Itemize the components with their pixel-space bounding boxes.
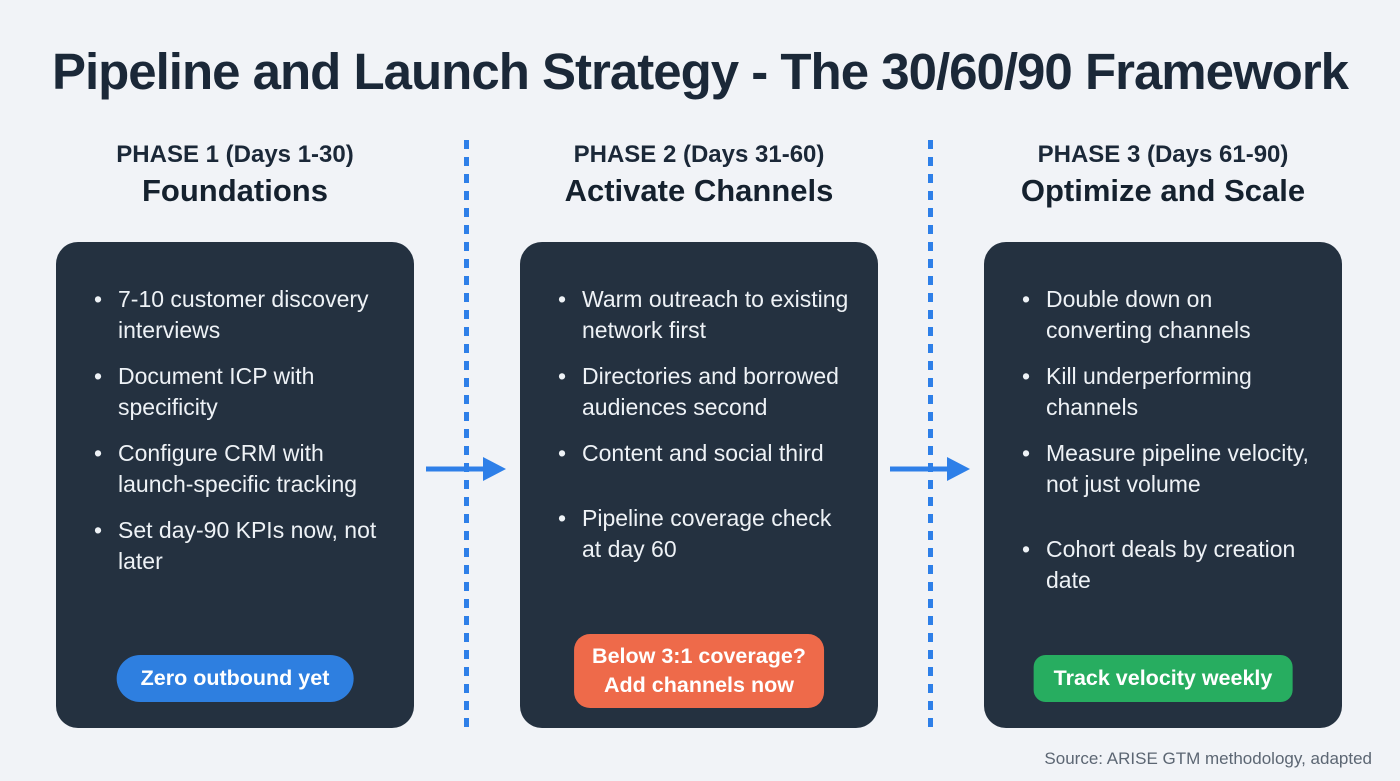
bullet-item: 7-10 customer discovery interviews [92, 284, 386, 346]
phase-divider-1 [464, 140, 469, 732]
badge-text-line-1: Below 3:1 coverage? [592, 644, 806, 668]
bullet-item: Set day-90 KPIs now, not later [92, 515, 386, 577]
phase-1-column: PHASE 1 (Days 1-30) Foundations 7-10 cus… [56, 140, 414, 728]
bullet-item: Cohort deals by creation date [1020, 534, 1314, 596]
bullet-item: Measure pipeline velocity, not just volu… [1020, 438, 1314, 500]
phase-divider-2 [928, 140, 933, 732]
badge-text: Track velocity weekly [1053, 666, 1273, 690]
phase-2-column: PHASE 2 (Days 31-60) Activate Channels W… [520, 140, 878, 728]
phase-1-bullet-list: 7-10 customer discovery interviews Docum… [92, 284, 386, 577]
arrow-right-icon [890, 454, 972, 484]
badge-text-line-2: Add channels now [604, 673, 794, 697]
bullet-item: Document ICP with specificity [92, 361, 386, 423]
bullet-item: Configure CRM with launch-specific track… [92, 438, 386, 500]
phase-3-label: PHASE 3 (Days 61-90) [1037, 141, 1289, 168]
phase-1-label: PHASE 1 (Days 1-30) [116, 141, 354, 168]
phase-2-card: Warm outreach to existing network first … [520, 242, 878, 728]
phase-3-card: Double down on converting channels Kill … [984, 242, 1342, 728]
phase-1-card: 7-10 customer discovery interviews Docum… [56, 242, 414, 728]
bullet-item: Warm outreach to existing network first [556, 284, 850, 346]
arrow-right-icon [426, 454, 508, 484]
phase-2-label: PHASE 2 (Days 31-60) [573, 141, 825, 168]
phase-3-name: Optimize and Scale [1020, 173, 1306, 208]
badge-text: Zero outbound yet [140, 666, 330, 690]
phase-3-bullet-list: Double down on converting channels Kill … [1020, 284, 1314, 596]
bullet-item: Kill underperforming channels [1020, 361, 1314, 423]
bullet-item: Directories and borrowed audiences secon… [556, 361, 850, 423]
phase-1-badge: Zero outbound yet [116, 655, 354, 702]
phase-1-name: Foundations [142, 173, 328, 208]
phase-2-name: Activate Channels [564, 173, 834, 208]
bullet-item: Content and social third [556, 438, 850, 469]
source-attribution: Source: ARISE GTM methodology, adapted [1044, 749, 1372, 768]
bullet-item: Double down on converting channels [1020, 284, 1314, 346]
bullet-item: Pipeline coverage check at day 60 [556, 503, 850, 565]
page-title: Pipeline and Launch Strategy - The 30/60… [51, 43, 1349, 100]
phase-3-badge: Track velocity weekly [1033, 655, 1293, 702]
phase-2-badge: Below 3:1 coverage? Add channels now [574, 634, 824, 708]
phase-3-column: PHASE 3 (Days 61-90) Optimize and Scale … [984, 140, 1342, 728]
phase-2-bullet-list: Warm outreach to existing network first … [556, 284, 850, 565]
